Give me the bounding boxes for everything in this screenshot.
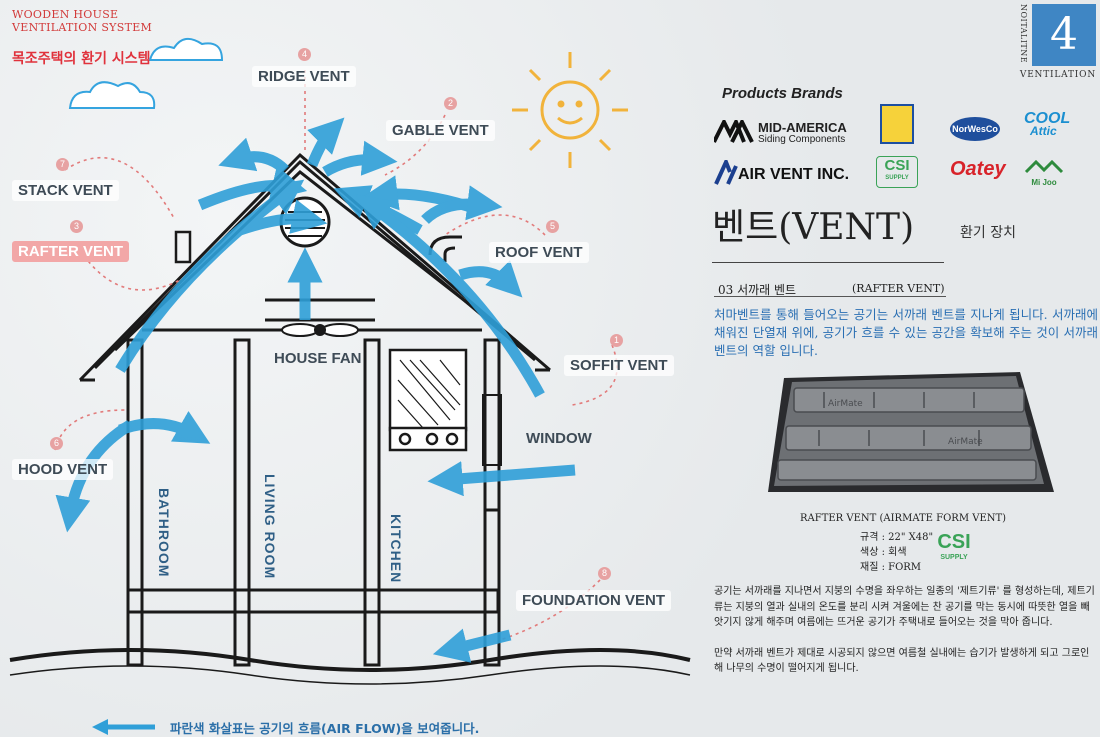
logo-csi: CSI SUPPLY [876,156,918,188]
num-badge-1: 1 [610,334,623,347]
chapter-number: 4 [1032,4,1096,66]
csi-name: CSI [884,157,910,174]
rafter-vent-product-image: AirMate AirMate [768,372,1054,492]
logo-shield-icon [880,104,914,144]
airflow-arrows [55,117,576,663]
room-living: LIVING ROOM [262,474,278,580]
label-ridge-vent: RIDGE VENT [252,66,356,87]
spec-color: 색상 : 회색 [860,547,907,558]
product-caption: RAFTER VENT (AIRMATE FORM VENT) [800,513,1007,524]
logo-csi-small: CSI SUPPLY [930,530,978,564]
spec-size: 규격 : 22" X48" [860,532,934,543]
airvent-name: AIR VENT INC. [738,166,850,183]
logo-cool-attic: COOL Attic [1024,110,1070,138]
num-badge-5: 5 [546,220,559,233]
num-badge-7: 7 [56,158,69,171]
chapter-label: VENTILATION [1019,70,1096,80]
vent-subtitle: 환기 장치 [960,225,1016,241]
mid-america-name: MID-AMERICA [758,120,847,135]
num-badge-3: 3 [70,220,83,233]
label-gable-vent: GABLE VENT [386,120,495,141]
label-stack-vent: STACK VENT [12,180,119,201]
cool-attic-line2: Attic [1030,124,1057,138]
logo-norwesco: NorWesCo [950,117,1000,141]
num-badge-6: 6 [50,437,63,450]
label-house-fan: HOUSE FAN [274,350,362,367]
mid-america-sub: Siding Components [758,134,846,145]
title-korean: 목조주택의 환기 시스템 [12,51,151,67]
spec-material: 재질 : FORM [860,562,922,573]
label-rafter-vent: RAFTER VENT [12,241,129,262]
vent-title: 벤트(VENT) [712,207,915,248]
num-badge-2: 2 [444,97,457,110]
chapter-side-text: NOITALITNE [1019,4,1028,64]
room-bathroom: BATHROOM [156,488,172,578]
csi-small-name: CSI [937,531,971,553]
body-paragraph-1: 공기는 서까래를 지나면서 지붕의 수명을 좌우하는 일종의 '제트기류' 를 … [714,586,1095,628]
cloud-icon [68,37,224,109]
label-foundation-vent: FOUNDATION VENT [516,590,672,611]
label-roof-vent: ROOF VENT [489,242,589,263]
section-title: 03 서까래 벤트 [718,283,797,297]
label-hood-vent: HOOD VENT [12,459,114,480]
logo-oatey: Oatey [950,158,1006,180]
mijoo-name: Mi Joo [1031,178,1057,187]
csi-sub: SUPPLY [885,175,909,181]
section-divider [714,296,946,297]
footer-note: 파란색 화살표는 공기의 흐름(AIR FLOW)을 보여줍니다. [170,721,480,736]
intro-text: 처마벤트를 통해 들어오는 공기는 서까래 벤트를 지나게 됩니다. 서까래에 … [714,307,1098,358]
mid-america-logo-icon [712,117,754,143]
section-title-en: (RAFTER VENT) [852,282,945,295]
house-fan-icon [281,323,359,337]
logo-airvent: AIR VENT INC. [714,156,849,190]
house-diagram [9,37,691,736]
logo-mid-america: MID-AMERICA Siding Components [712,117,847,148]
title-line-1: WOODEN HOUSE [12,8,119,21]
cool-attic-line1: COOL [1024,110,1071,127]
range-hood-icon [388,348,468,452]
product-imprint-1: AirMate [828,399,863,409]
divider [712,262,944,263]
csi-small-sub: SUPPLY [940,554,968,561]
num-badge-8: 8 [598,567,611,580]
product-imprint-2: AirMate [948,437,983,447]
title-line-2: VENTILATION SYSTEM [12,21,153,34]
label-window: WINDOW [526,430,592,447]
brands-heading: Products Brands [722,85,843,102]
airvent-logo-icon [714,156,738,185]
logo-mijoo: Mi Joo [1024,158,1064,187]
sun-icon [512,52,628,168]
body-text: 공기는 서까래를 지나면서 지붕의 수명을 좌우하는 일종의 '제트기류' 를 … [714,584,1098,677]
mijoo-logo-icon [1024,159,1064,174]
room-kitchen: KITCHEN [388,514,404,584]
body-paragraph-2: 만약 서까래 벤트가 제대로 시공되지 않으면 여름철 실내에는 습기가 발생하… [714,647,1090,675]
brand-title: WOODEN HOUSE VENTILATION SYSTEM [12,8,152,34]
label-soffit-vent: SOFFIT VENT [564,355,674,376]
num-badge-4: 4 [298,48,311,61]
